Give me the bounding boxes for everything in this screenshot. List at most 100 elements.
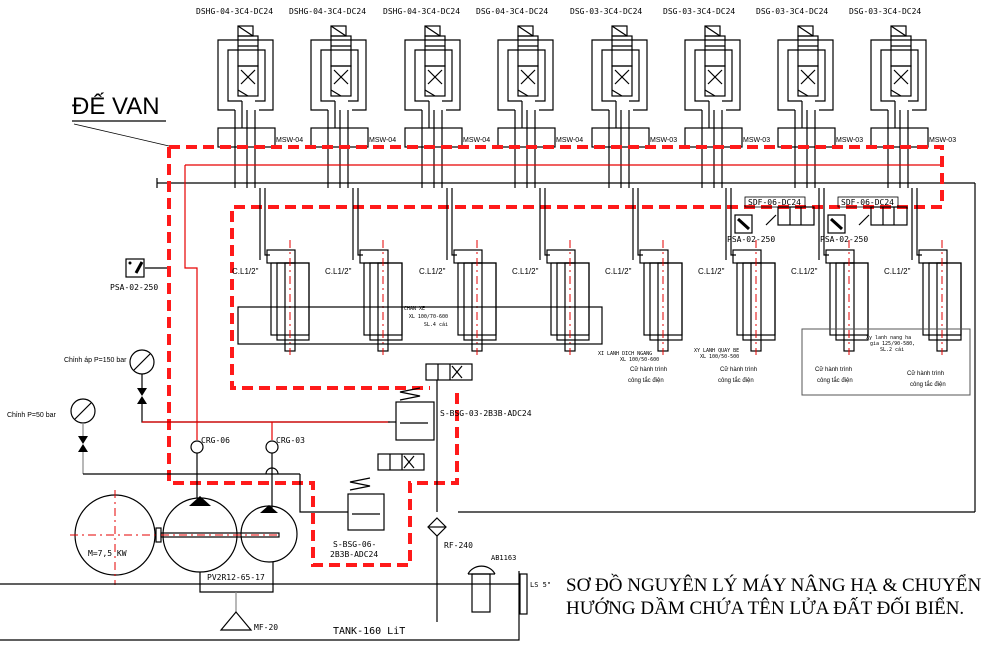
- flow-control-1-switch: PSA-02-250: [727, 235, 775, 244]
- hydraulic-cylinder: C.L1/2": [232, 188, 310, 355]
- hydraulic-cylinder: C.L1/2": [698, 188, 776, 355]
- pressure-switch-left: [125, 258, 145, 278]
- flow-control-1-label: SDF-06-DC24: [748, 198, 801, 207]
- tank-label: TANK-160 LiT: [333, 626, 405, 637]
- limit-switch-3-l1: Cữ hành trình: [815, 367, 852, 373]
- valve-model-label: DSHG-04-3C4-DC24: [289, 7, 366, 16]
- hydraulic-pump: [160, 496, 298, 593]
- electric-motor: [70, 490, 160, 585]
- chassis-label-3: SL.4 cái: [424, 321, 448, 328]
- cylinder-fitting-label: C.L1/2": [791, 267, 818, 276]
- cylinder-fitting-label: C.L1/2": [325, 267, 352, 276]
- modular-valve-label: MSW-03: [743, 137, 770, 144]
- valve-model-label: DSHG-04-3C4-DC24: [383, 7, 460, 16]
- valve-model-label: DSHG-04-3C4-DC24: [196, 7, 273, 16]
- lift-cyl-label-2: gia 125/90-580,: [870, 341, 915, 347]
- valve-base-border-lower: [167, 147, 459, 567]
- lift-cylinder-box: [801, 328, 971, 396]
- limit-switch-2-l2: công tắc điện: [718, 377, 754, 384]
- limit-switch-4-l2: công tắc điện: [910, 381, 946, 388]
- valve-base-label: ĐẾ VAN: [72, 92, 160, 120]
- cylinder-fitting-label: C.L1/2": [419, 267, 446, 276]
- modular-valve-label: MSW-03: [650, 137, 677, 144]
- modular-valve-label: MSW-03: [836, 137, 863, 144]
- modular-valve-label: MSW-04: [556, 137, 583, 144]
- relief-valve-lower-label-1: S-BSG-06-: [333, 540, 376, 549]
- modular-valve-label: MSW-03: [929, 137, 956, 144]
- cylinder-fitting-label: C.L1/2": [512, 267, 539, 276]
- pressure-gauge-low: [70, 398, 96, 474]
- valve-base-border-upper: [169, 145, 944, 390]
- slide-cyl-label-1: XI LANH DICH NGANG: [598, 351, 652, 357]
- rotate-cyl-label-2: XL 100/50-500: [700, 354, 739, 360]
- limit-switch-1-l2: công tắc điện: [628, 377, 664, 384]
- hydraulic-cylinder: C.L1/2": [419, 188, 497, 355]
- coupling: [155, 527, 162, 543]
- cylinder-fitting-label: C.L1/2": [232, 267, 259, 276]
- level-gauge: [519, 573, 528, 615]
- modular-valve-label: MSW-04: [463, 137, 490, 144]
- limit-switch-4-l1: Cữ hành trình: [907, 371, 944, 377]
- directional-valve-stack: DSHG-04-3C4-DC24MSW-04DSHG-04-3C4-DC24MS…: [196, 7, 956, 188]
- check-valve-1-label: CRG-06: [201, 436, 230, 445]
- limit-switch-2-l1: Cữ hành trình: [720, 367, 757, 373]
- hydraulic-cylinder: C.L1/2": [605, 188, 683, 355]
- check-valve-2: [265, 422, 279, 508]
- chassis-label-1: CHAN XE: [404, 306, 425, 312]
- check-valve-2-label: CRG-03: [276, 436, 305, 445]
- flow-control-2-switch: PSA-02-250: [820, 235, 868, 244]
- cylinder-fitting-label: C.L1/2": [884, 267, 911, 276]
- valve-model-label: DSG-04-3C4-DC24: [476, 7, 548, 16]
- tank-bottom: [0, 571, 520, 641]
- title-line-2: HƯỚNG DẦM CHỨA TÊN LỬA ĐẤT ĐỐI BIỂN.: [566, 597, 964, 619]
- flow-control-1: [734, 196, 815, 234]
- pressure-line-left: [184, 165, 198, 422]
- modular-valve-label: MSW-04: [369, 137, 396, 144]
- air-breather: [467, 565, 496, 613]
- chassis-label-2: XL 100/70-600: [409, 314, 448, 320]
- hydraulic-cylinder: C.L1/2": [791, 188, 869, 355]
- pressure-switch-left-label: PSA-02-250: [110, 283, 158, 292]
- rotate-cyl-label-1: XY LANH QUAY BE: [694, 348, 739, 354]
- hydraulic-cylinder: C.L1/2": [325, 188, 403, 355]
- slide-cyl-label-2: XL 100/50-600: [620, 357, 659, 363]
- valve-base-leader: [73, 123, 170, 147]
- gauge-low-label: Chỉnh P=50 bar: [7, 411, 57, 419]
- return-filter-label: RF-240: [444, 541, 473, 550]
- cylinder-fitting-label: C.L1/2": [698, 267, 725, 276]
- cylinder-group: C.L1/2" C.L1/2" C.L1/2" C.L1/2" C.L1/2" C.L1/…: [232, 188, 962, 355]
- chassis-box: [237, 306, 603, 345]
- flow-control-2-label: SDF-06-DC24: [841, 198, 894, 207]
- gauge-high-label: Chỉnh áp P=150 bar: [64, 356, 127, 364]
- title-line-1: SƠ ĐỒ NGUYÊN LÝ MÁY NÂNG HẠ & CHUYỂN: [566, 574, 981, 596]
- lift-cyl-label-3: SL.2 cái: [880, 346, 904, 353]
- return-filter: [427, 517, 447, 622]
- level-gauge-label: LS 5": [530, 581, 551, 589]
- relief-valve-lower: [299, 453, 425, 531]
- valve-model-label: DSG-03-3C4-DC24: [663, 7, 735, 16]
- lift-cyl-label-1: Xy lanh nang ha: [866, 335, 911, 341]
- limit-switch-1-l1: Cữ hành trình: [630, 367, 667, 373]
- valve-model-label: DSG-03-3C4-DC24: [849, 7, 921, 16]
- relief-valve-upper-label: S-BSG-03-2B3B-ADC24: [440, 409, 532, 418]
- pump-label: PV2R12-65-17: [207, 573, 265, 582]
- motor-label: M=7,5 KW: [88, 549, 127, 558]
- modular-valve-label: MSW-04: [276, 137, 303, 144]
- cylinder-fitting-label: C.L1/2": [605, 267, 632, 276]
- hydraulic-cylinder: C.L1/2": [884, 188, 962, 355]
- suction-filter: [219, 592, 253, 631]
- check-valve-1: [190, 422, 204, 498]
- relief-valve-upper: [395, 363, 473, 512]
- hydraulic-cylinder: C.L1/2": [512, 188, 590, 355]
- limit-switch-3-l2: công tắc điện: [817, 377, 853, 384]
- relief-valve-lower-label-2: 2B3B-ADC24: [330, 550, 378, 559]
- valve-model-label: DSG-03-3C4-DC24: [756, 7, 828, 16]
